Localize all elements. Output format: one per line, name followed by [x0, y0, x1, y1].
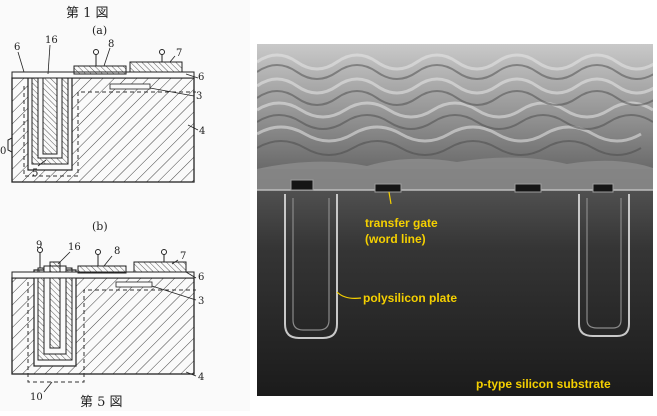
numeral-3: 3 [196, 91, 202, 102]
label-transfer-gate: transfer gate [365, 216, 438, 230]
figure-title-bottom: 第 5 図 [80, 395, 123, 410]
numeral-9: 9 [36, 240, 42, 251]
numeral-3-b: 3 [198, 296, 204, 307]
cross-section-a [7, 44, 199, 183]
numeral-6-b: 6 [198, 272, 204, 283]
patent-drawing-panel: 第 1 図 (a) [0, 0, 250, 411]
sub-label-a: (a) [92, 24, 107, 37]
numeral-7-b: 7 [180, 251, 186, 262]
sub-label-b: (b) [92, 220, 108, 233]
label-substrate: p-type silicon substrate [476, 377, 611, 391]
cross-section-b [11, 247, 197, 393]
numeral-0: 0 [0, 146, 6, 157]
transfer-gates [290, 179, 614, 193]
numeral-8: 8 [108, 39, 114, 50]
numeral-6-left: 6 [14, 42, 20, 53]
sem-micrograph: transfer gate (word line) polysilicon pl… [257, 44, 653, 396]
numeral-4: 4 [199, 126, 205, 137]
sem-micrograph-panel: transfer gate (word line) polysilicon pl… [257, 44, 653, 396]
patent-drawing: 第 1 図 (a) [0, 6, 205, 410]
trench-left [284, 194, 338, 339]
label-polysilicon-plate: polysilicon plate [363, 291, 457, 305]
substrate-face [257, 169, 653, 396]
numeral-8-b: 8 [114, 246, 120, 257]
numeral-16: 16 [45, 35, 58, 46]
numeral-4-b: 4 [198, 372, 204, 383]
figure-title-top: 第 1 図 [66, 6, 109, 21]
numeral-16-b: 16 [68, 242, 81, 253]
trench-right [578, 194, 630, 337]
label-leaders [336, 191, 392, 299]
numeral-10: 10 [30, 392, 43, 403]
label-word-line: (word line) [365, 232, 426, 246]
surface-texture [257, 44, 653, 169]
numeral-5: 5 [32, 168, 38, 179]
numeral-6-right: 6 [198, 72, 204, 83]
numeral-7: 7 [176, 48, 182, 59]
